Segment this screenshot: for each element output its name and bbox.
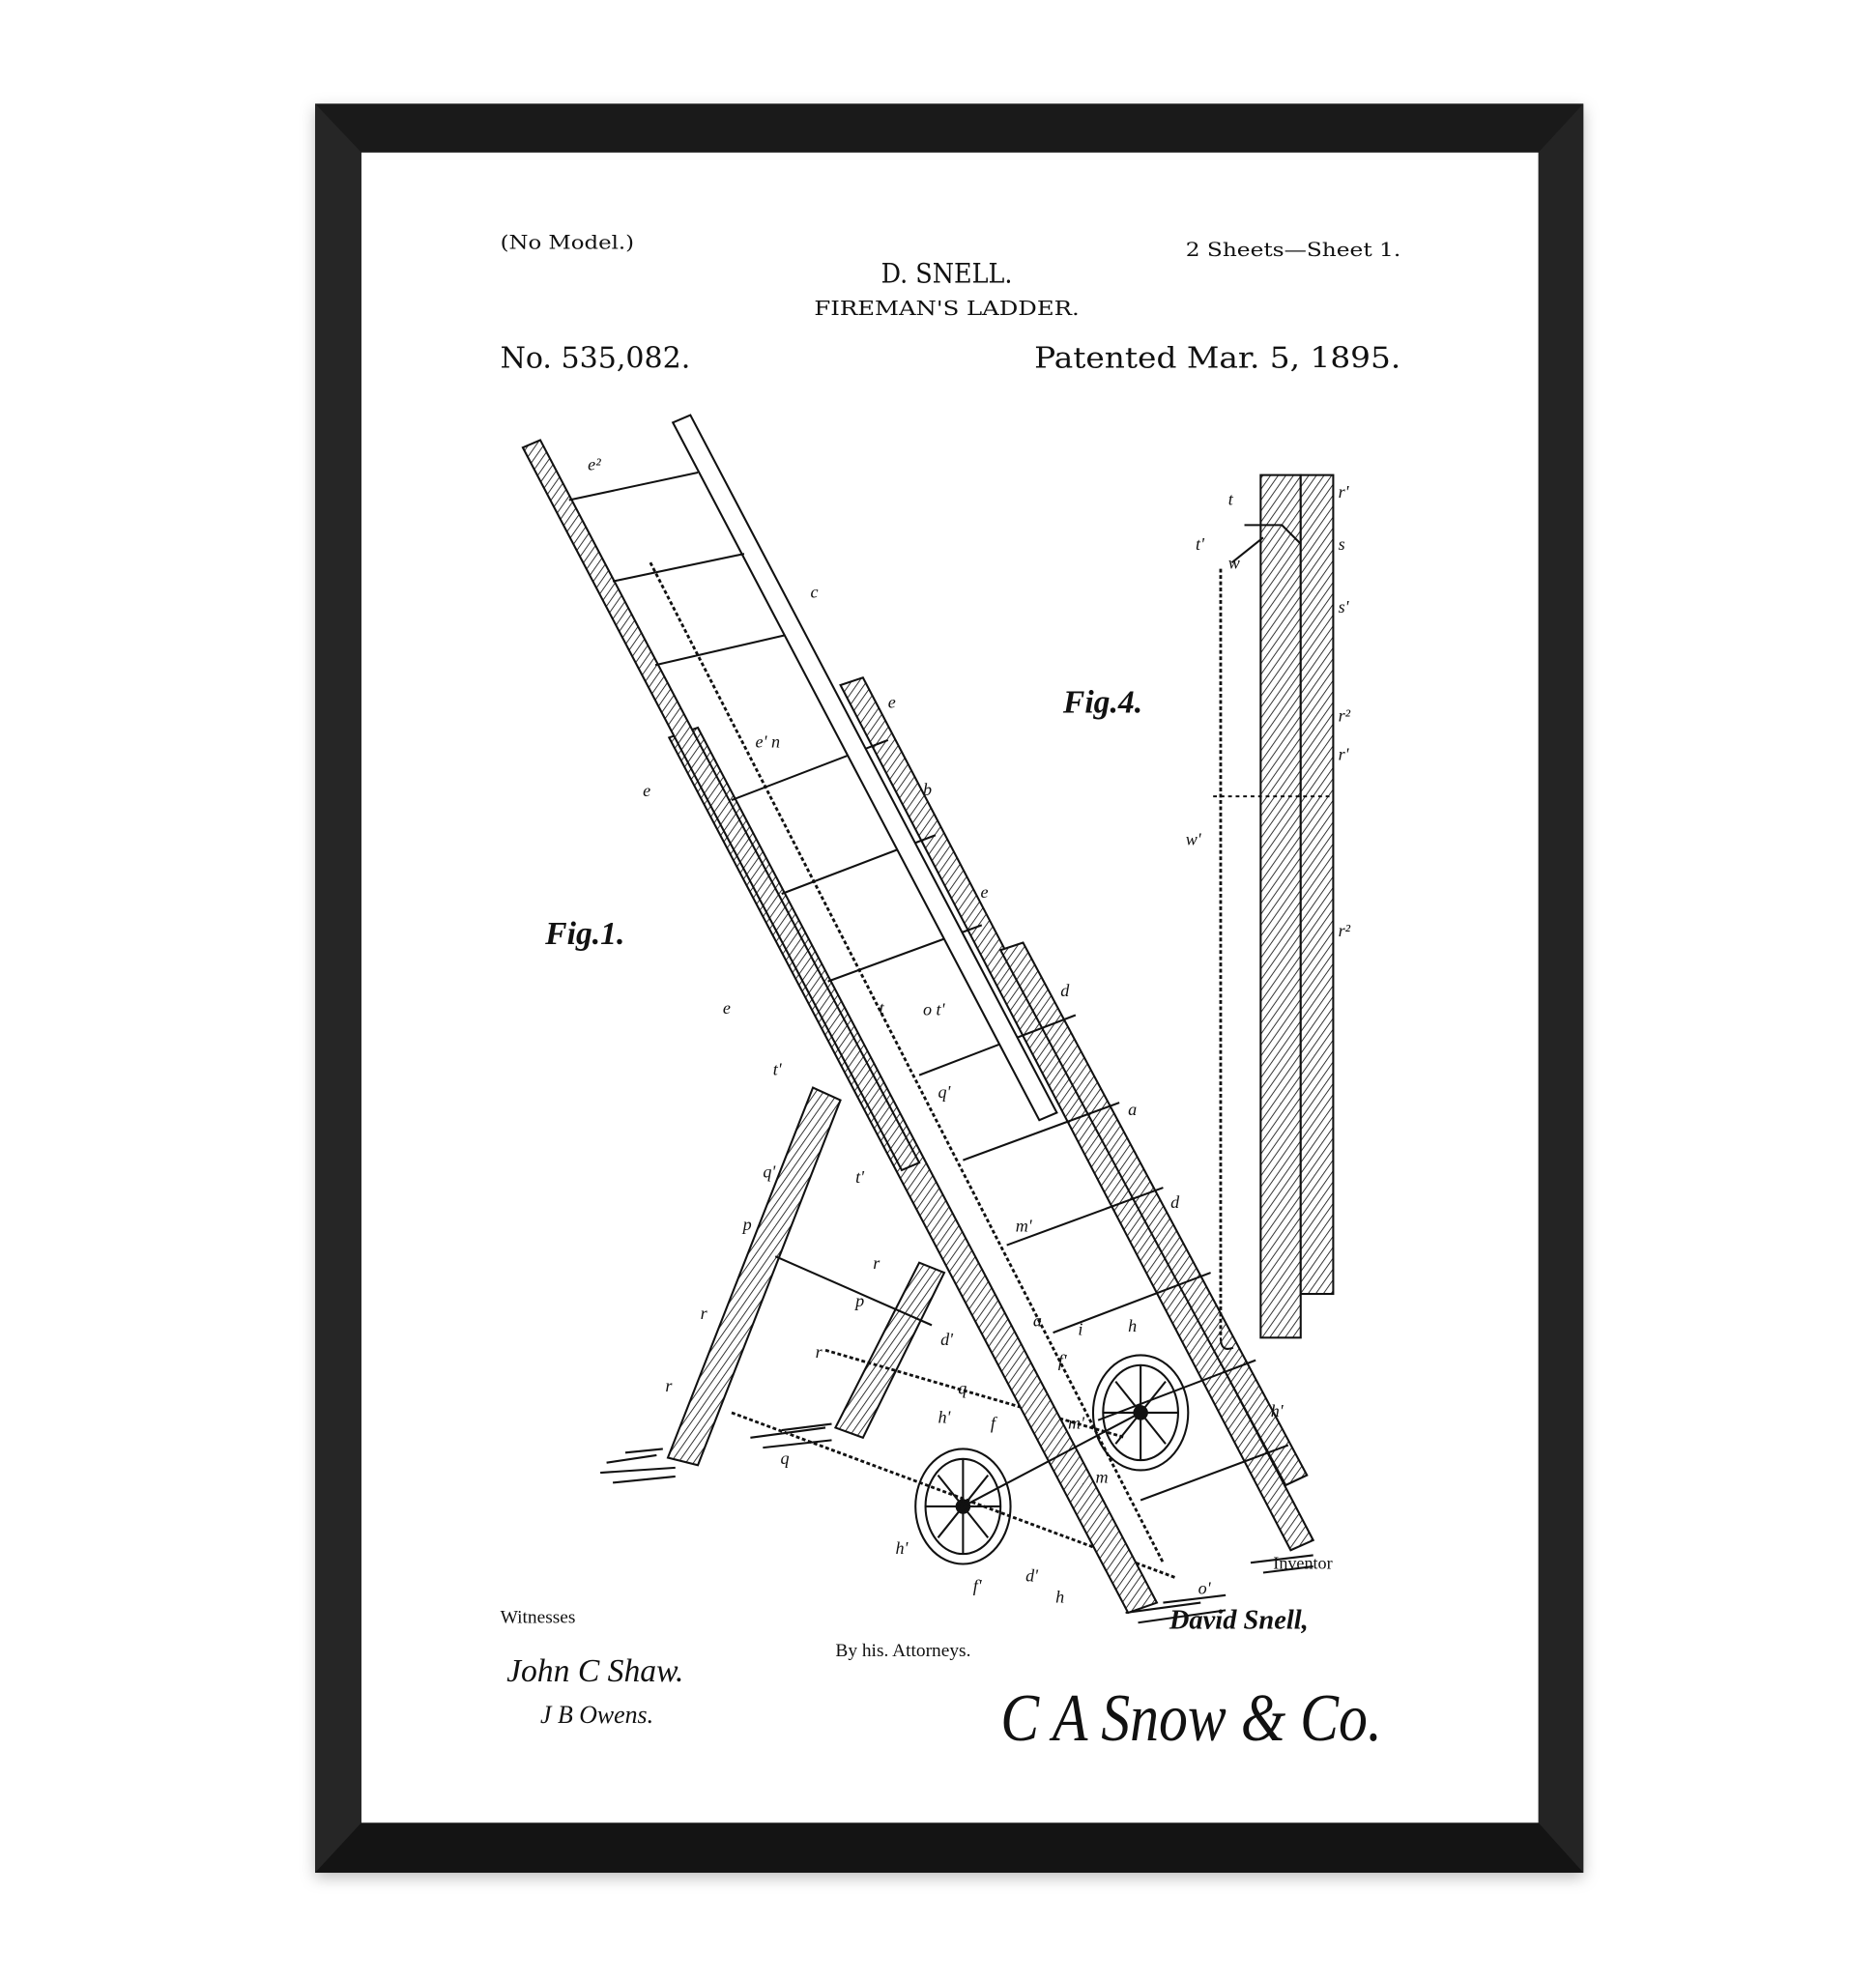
part-label: a [1128, 1100, 1137, 1119]
part-label: i [1078, 1320, 1082, 1339]
support-leg-right [833, 1261, 946, 1440]
patent-date: Patented Mar. 5, 1895. [1034, 341, 1400, 375]
part-label: r' [1339, 482, 1350, 502]
part-label: r² [1339, 921, 1351, 940]
part-label: r [701, 1304, 708, 1323]
inventor-label: Inventor [1273, 1554, 1332, 1573]
witness-signature-2: J B Owens. [540, 1701, 653, 1729]
fly-ladder-left-rail [521, 439, 921, 1172]
part-label: r [816, 1342, 823, 1362]
part-label: d [1170, 1192, 1180, 1212]
part-label: d' [940, 1330, 954, 1349]
part-label: f [991, 1414, 998, 1433]
part-label: h' [896, 1538, 909, 1558]
part-label: t' [773, 1060, 783, 1079]
part-label: e' n [756, 732, 781, 752]
part-label: e [643, 781, 650, 800]
part-label: q' [763, 1162, 776, 1182]
part-label: c [811, 582, 819, 601]
rear-wheel [1091, 1354, 1190, 1472]
picture-frame [315, 103, 1584, 1874]
fig4-outer-board [1299, 473, 1335, 1296]
witness-signature-1: John C Shaw. [506, 1653, 683, 1689]
support-leg-left [666, 1086, 842, 1467]
part-label: w' [1186, 830, 1202, 849]
part-label: e [888, 692, 896, 711]
attorneys-label: By his. Attorneys. [835, 1641, 970, 1661]
witnesses-label: Witnesses [501, 1607, 576, 1627]
part-label: r² [1339, 705, 1351, 725]
fig4-part-labels: t r' t' s w s' r² r' w' r² [1186, 482, 1351, 940]
patent-number: No. 535,082. [501, 341, 691, 375]
part-label: h' [1271, 1401, 1284, 1420]
part-label: t [880, 998, 885, 1018]
part-label: t [1228, 490, 1234, 509]
part-label: m' [1016, 1216, 1033, 1235]
fly-ladder-right-rail [671, 414, 1058, 1122]
part-label: o' [1198, 1579, 1212, 1598]
part-label: e [723, 998, 731, 1018]
part-label: t' [855, 1167, 865, 1187]
part-label: h [1128, 1316, 1137, 1335]
part-label: f' [973, 1576, 983, 1595]
attorneys-signature: C A Snow & Co. [1000, 1681, 1382, 1756]
part-label: q' [938, 1082, 952, 1102]
part-label: d' [1025, 1566, 1039, 1586]
part-label: h [1055, 1588, 1064, 1607]
part-label: e [980, 882, 988, 902]
part-label: b [923, 780, 932, 799]
paper [361, 152, 1539, 1823]
part-label: w [1228, 554, 1240, 573]
part-label: q [958, 1379, 967, 1398]
fig4-inner-board [1259, 473, 1302, 1339]
no-model-label: (No Model.) [501, 231, 634, 253]
part-label: p [853, 1291, 864, 1310]
part-label: a [1033, 1311, 1042, 1331]
patent-title: FIREMAN'S LADDER. [814, 297, 1079, 320]
part-label: m [1096, 1467, 1109, 1486]
sheets-label: 2 Sheets—Sheet 1. [1186, 239, 1401, 261]
part-label: h' [938, 1407, 952, 1426]
fig1-part-labels: e² c e e' n e b e e d t o t' t' a q' t' … [588, 454, 1284, 1606]
fly-ladder-rungs [568, 472, 786, 667]
fig4-label: Fig.4. [1062, 684, 1142, 720]
part-label: t' [1196, 534, 1205, 554]
fig4-section-drawing [1213, 473, 1335, 1350]
part-label: r [873, 1253, 880, 1273]
part-label: q [780, 1448, 789, 1468]
part-label: s [1339, 534, 1345, 554]
base-ladder-right-rail [839, 675, 1315, 1552]
inventor-signature: David Snell, [1169, 1606, 1309, 1636]
part-label: r [665, 1376, 673, 1395]
part-label: d [1060, 981, 1070, 1000]
ground-hatching [600, 1422, 1313, 1624]
part-label: f' [1058, 1351, 1068, 1370]
part-label: e² [588, 454, 601, 473]
part-label: m' [1068, 1414, 1085, 1433]
inventor-name: D. SNELL. [881, 257, 1013, 289]
part-label: r' [1339, 745, 1350, 764]
fig1-label: Fig.1. [544, 916, 624, 952]
part-label: s' [1339, 597, 1350, 617]
part-label: p [741, 1215, 752, 1234]
part-label: o t' [923, 1000, 946, 1019]
